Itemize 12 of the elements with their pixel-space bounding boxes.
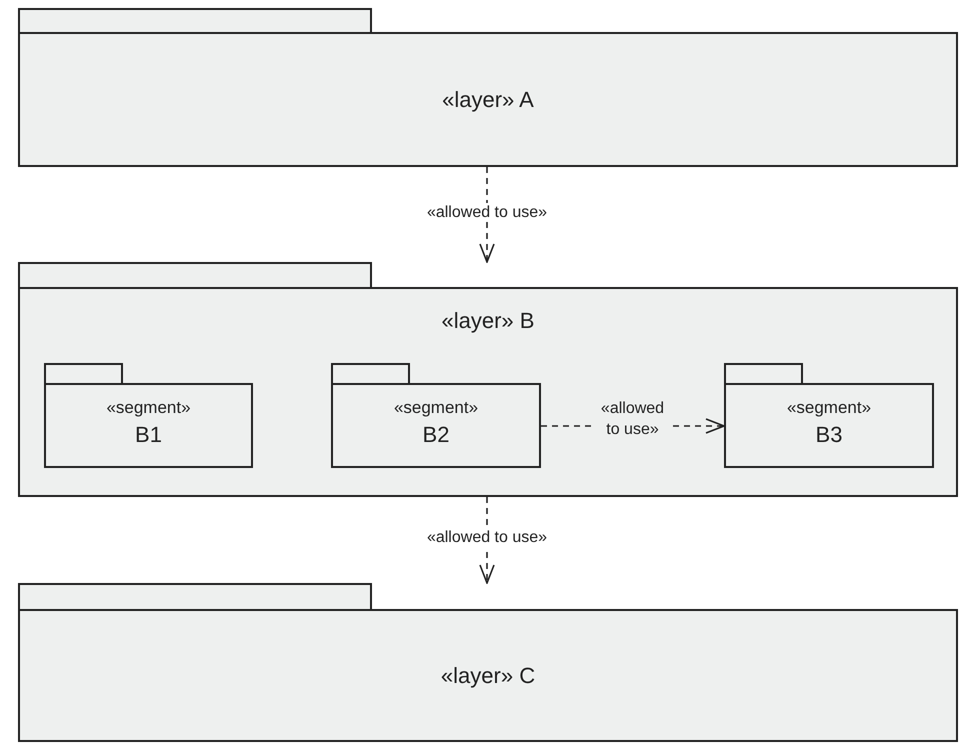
layer-package <box>18 583 958 742</box>
stereotype-label: «segment» <box>392 398 480 418</box>
segment-name: B3 <box>814 422 844 448</box>
stereotype-label: «segment» <box>105 398 192 418</box>
layer-package <box>18 262 958 497</box>
layer-package <box>18 8 958 167</box>
layer-title: «layer» C <box>440 663 536 689</box>
layer-title: «layer» B <box>440 308 536 334</box>
segment-name: B2 <box>422 422 450 448</box>
layer-title: «layer» A <box>441 87 535 113</box>
stereotype-label: «segment» <box>786 398 872 418</box>
segment-name: B1 <box>134 422 163 448</box>
